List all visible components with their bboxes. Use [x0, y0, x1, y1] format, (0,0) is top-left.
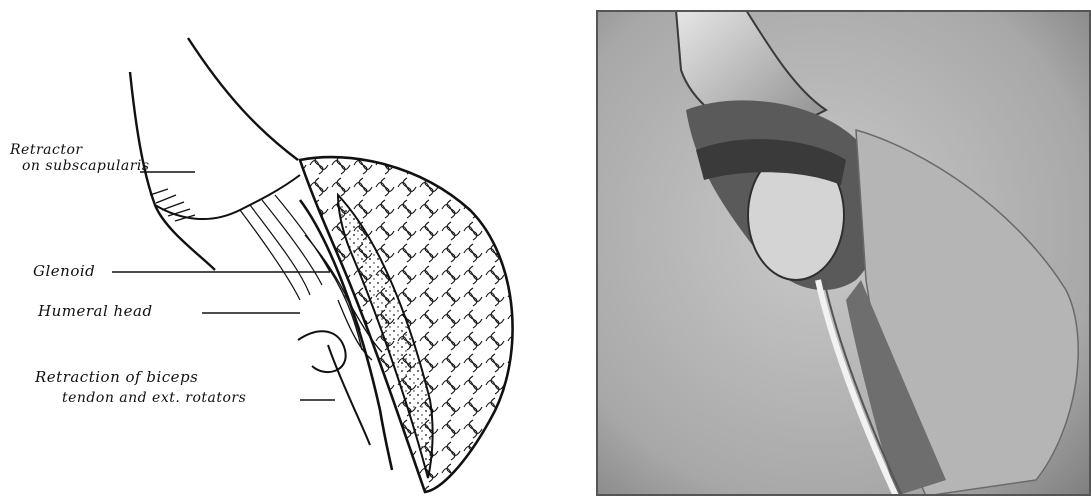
muscle-fibres: [240, 195, 330, 300]
label-glenoid: Glenoid: [33, 262, 95, 280]
operative-photograph: [596, 10, 1091, 496]
label-humeral-head: Humeral head: [38, 302, 153, 320]
surgical-diagram: [0, 0, 590, 501]
arm-inner-curve: [155, 175, 300, 219]
label-retractor-line2: on subscapularis: [22, 158, 150, 174]
label-retraction-line2: tendon and ext. rotators: [62, 390, 246, 406]
biceps-tendon: [298, 331, 370, 445]
label-retraction-line1: Retraction of biceps: [35, 368, 198, 386]
label-retractor-line1: Retractor: [10, 142, 83, 158]
